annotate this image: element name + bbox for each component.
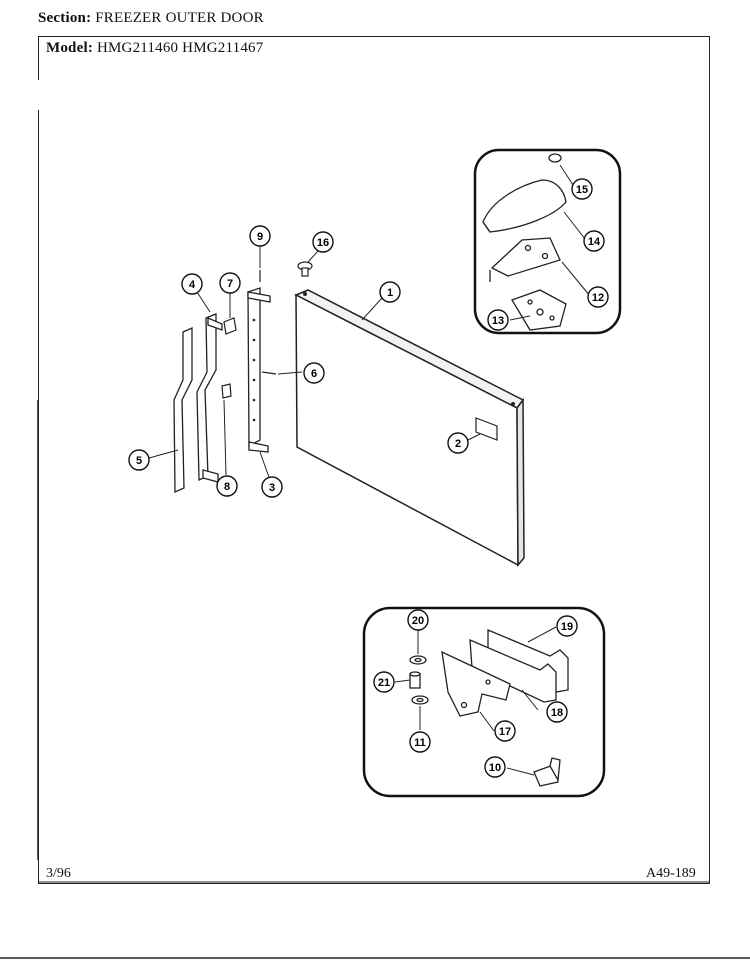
model-label: Model: — [46, 40, 94, 56]
callout-21: 21 — [373, 671, 395, 693]
footer-date: 3/96 — [46, 866, 71, 881]
footer-code: A49-189 — [646, 866, 696, 881]
callouts: 1 2 3 4 5 6 7 8 9 10 11 12 13 14 15 16 1… — [128, 178, 609, 778]
section-label: Section: — [38, 10, 92, 26]
svg-text:6: 6 — [311, 368, 317, 380]
svg-text:2: 2 — [455, 438, 461, 450]
svg-text:5: 5 — [136, 455, 142, 467]
callout-11: 11 — [409, 731, 431, 753]
svg-text:15: 15 — [576, 184, 588, 196]
model-value: HMG211460 HMG211467 — [96, 40, 264, 56]
svg-text:10: 10 — [489, 762, 501, 774]
plug-part-16 — [297, 261, 313, 277]
svg-text:9: 9 — [257, 231, 263, 243]
callout-19: 19 — [556, 615, 578, 637]
callout-17: 17 — [494, 720, 516, 742]
svg-text:16: 16 — [317, 237, 329, 249]
callout-12: 12 — [587, 286, 609, 308]
section-value: FREEZER OUTER DOOR — [95, 10, 264, 26]
model-title: Model: HMG211460 HMG211467 — [46, 40, 263, 57]
callout-13: 13 — [487, 309, 509, 331]
leader-lines-main — [148, 245, 481, 481]
svg-text:14: 14 — [588, 236, 601, 248]
svg-text:20: 20 — [412, 615, 424, 627]
top-hinge-parts — [482, 153, 567, 331]
handle-strip-4 — [196, 313, 223, 483]
callout-1: 1 — [379, 281, 401, 303]
callout-9: 9 — [249, 225, 271, 247]
svg-text:11: 11 — [414, 737, 426, 749]
callout-15: 15 — [571, 178, 593, 200]
callout-2: 2 — [447, 432, 469, 454]
svg-text:18: 18 — [551, 707, 563, 719]
handle-strip-3 — [247, 287, 271, 453]
block-part-8 — [221, 383, 232, 399]
svg-text:13: 13 — [492, 315, 504, 327]
callout-14: 14 — [583, 230, 605, 252]
callout-18: 18 — [546, 701, 568, 723]
callout-8: 8 — [216, 475, 238, 497]
bottom-hinge-parts — [409, 629, 569, 787]
handle-strip-5 — [173, 326, 193, 493]
leader-lines-top-inset — [509, 164, 591, 321]
callout-5: 5 — [128, 449, 150, 471]
callout-10: 10 — [484, 756, 506, 778]
callout-6: 6 — [303, 362, 325, 384]
svg-text:4: 4 — [189, 279, 196, 291]
section-title: Section: FREEZER OUTER DOOR — [38, 10, 264, 27]
door-label-plate — [475, 417, 498, 441]
svg-text:1: 1 — [387, 287, 393, 299]
callout-4: 4 — [181, 273, 203, 295]
svg-text:17: 17 — [499, 726, 511, 738]
svg-text:21: 21 — [378, 677, 390, 689]
svg-text:7: 7 — [227, 278, 233, 290]
door-panel — [294, 289, 525, 568]
svg-text:12: 12 — [592, 292, 604, 304]
callout-7: 7 — [219, 272, 241, 294]
svg-text:8: 8 — [224, 481, 230, 493]
screw-part-6 — [261, 371, 277, 375]
leader-lines-bottom-inset — [394, 626, 557, 776]
svg-text:19: 19 — [561, 621, 573, 633]
callout-16: 16 — [312, 231, 334, 253]
callout-3: 3 — [261, 476, 283, 498]
callout-20: 20 — [407, 609, 429, 631]
svg-text:3: 3 — [269, 482, 275, 494]
clip-part-7 — [223, 317, 237, 335]
